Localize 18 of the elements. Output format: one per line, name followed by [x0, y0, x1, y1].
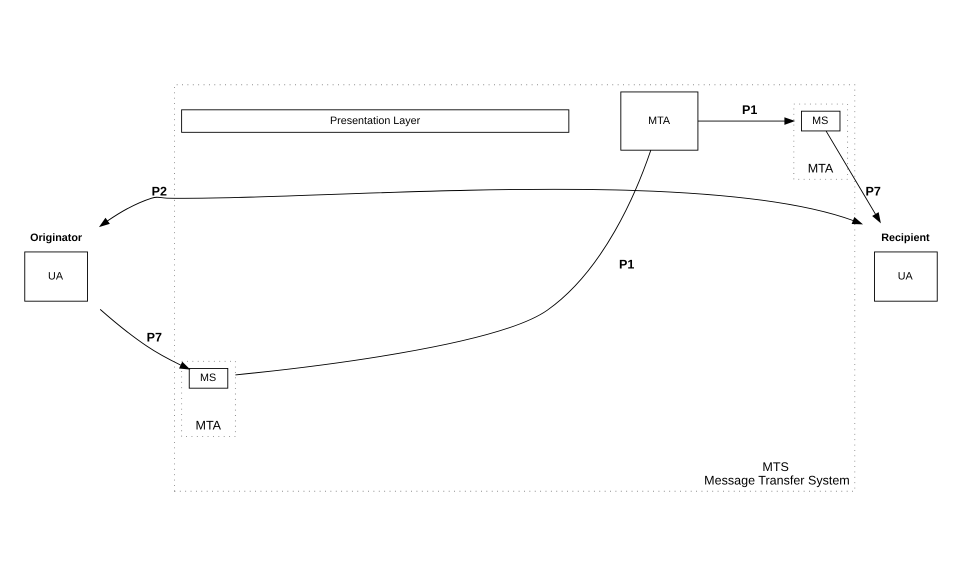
- node-label: Originator: [30, 232, 82, 244]
- edge-label: P7: [146, 330, 162, 345]
- arrow: [698, 117, 796, 125]
- node-box: MS: [188, 368, 228, 389]
- arrow: [98, 188, 864, 228]
- node-box: UA: [24, 251, 88, 302]
- arrow: [100, 308, 190, 370]
- node-label: Recipient: [881, 232, 930, 244]
- node-box: UA: [874, 251, 938, 302]
- edge-label: P7: [866, 184, 881, 199]
- connector: [234, 150, 652, 376]
- edge-label: P1: [742, 103, 758, 118]
- arrow: [826, 130, 881, 224]
- node-box: Presentation Layer: [181, 109, 570, 133]
- node-box: MS: [801, 110, 840, 132]
- edge-label: P1: [619, 258, 634, 272]
- node-box: MTA: [620, 91, 698, 151]
- edge-label: P2: [152, 184, 167, 199]
